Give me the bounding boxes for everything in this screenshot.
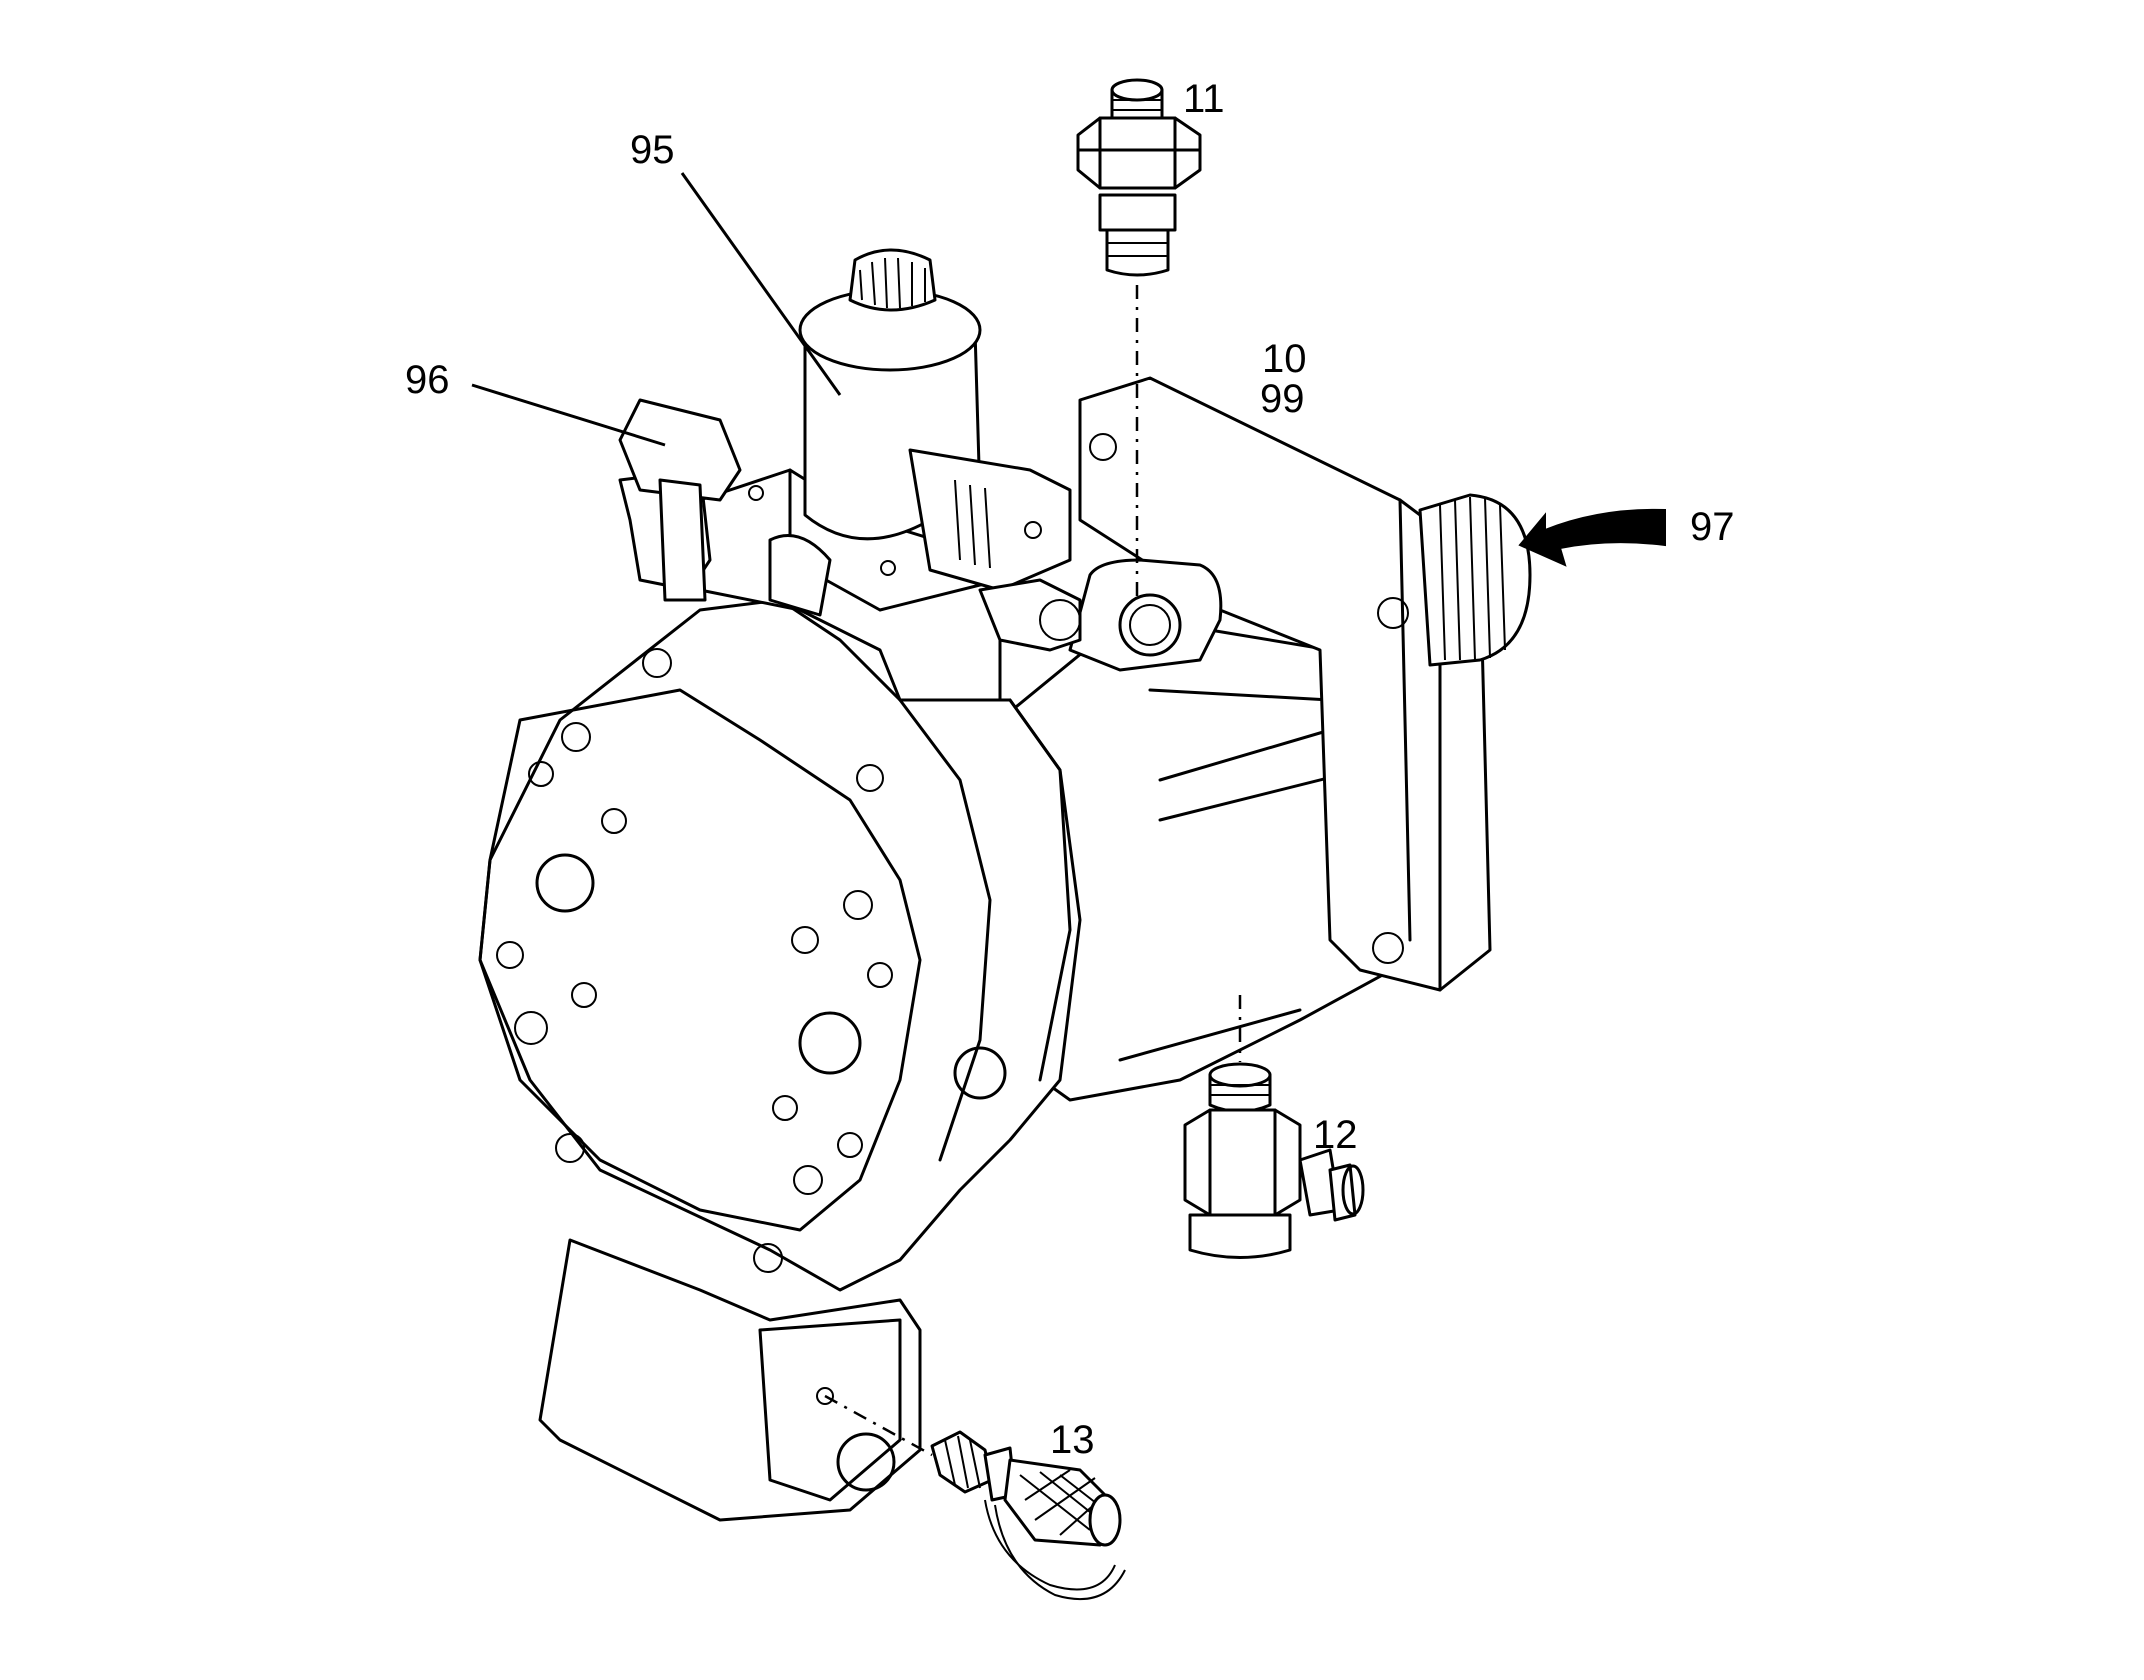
connector-plug-96	[618, 398, 742, 602]
callout-95: 95	[630, 128, 675, 172]
bolt-holes	[496, 648, 1007, 1273]
callout-97: 97	[1690, 505, 1735, 549]
callout-11: 11	[1183, 77, 1225, 121]
callout-13: 13	[1050, 1418, 1095, 1462]
fitting-11	[1076, 78, 1202, 277]
leader-96	[471, 383, 666, 447]
test-coupling-13	[930, 1430, 1126, 1601]
leader-95	[680, 172, 842, 396]
rotation-arrow-97	[1518, 508, 1666, 567]
solenoid-connector	[908, 448, 1082, 652]
callout-96: 96	[405, 358, 450, 402]
motor-housing	[998, 376, 1532, 1102]
callout-12: 12	[1313, 1113, 1358, 1157]
output-shaft	[1418, 493, 1532, 667]
callout-10: 10	[1262, 337, 1307, 381]
end-cap	[478, 598, 1082, 1522]
elbow-fitting-12	[1183, 1062, 1365, 1259]
centerline-13	[824, 1394, 933, 1457]
callout-99: 99	[1260, 377, 1305, 421]
